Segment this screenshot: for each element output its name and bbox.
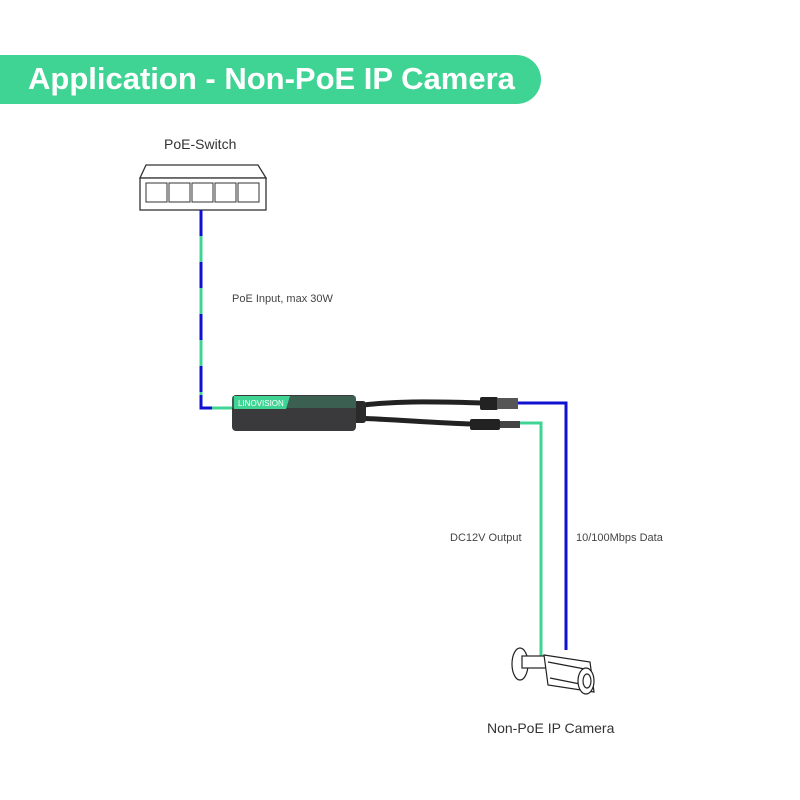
rj45-connector (480, 397, 498, 410)
data-label: 10/100Mbps Data (576, 532, 663, 544)
dc-plug (470, 419, 500, 430)
ip-camera-icon (511, 647, 595, 695)
injector-brand-label: LINOVISION (238, 399, 284, 408)
poe-injector: LINOVISION (232, 395, 520, 431)
switch-label: PoE-Switch (164, 136, 237, 152)
dc-output-label: DC12V Output (450, 532, 522, 544)
poe-input-cable (199, 210, 233, 410)
data-cable (518, 401, 568, 650)
poe-switch-icon (138, 164, 268, 211)
camera-label: Non-PoE IP Camera (487, 720, 615, 736)
title-banner: Application - Non-PoE IP Camera (0, 55, 541, 104)
page-title: Application - Non-PoE IP Camera (28, 61, 515, 96)
dc-power-cable (520, 421, 543, 656)
poe-input-label: PoE Input, max 30W (232, 293, 333, 305)
